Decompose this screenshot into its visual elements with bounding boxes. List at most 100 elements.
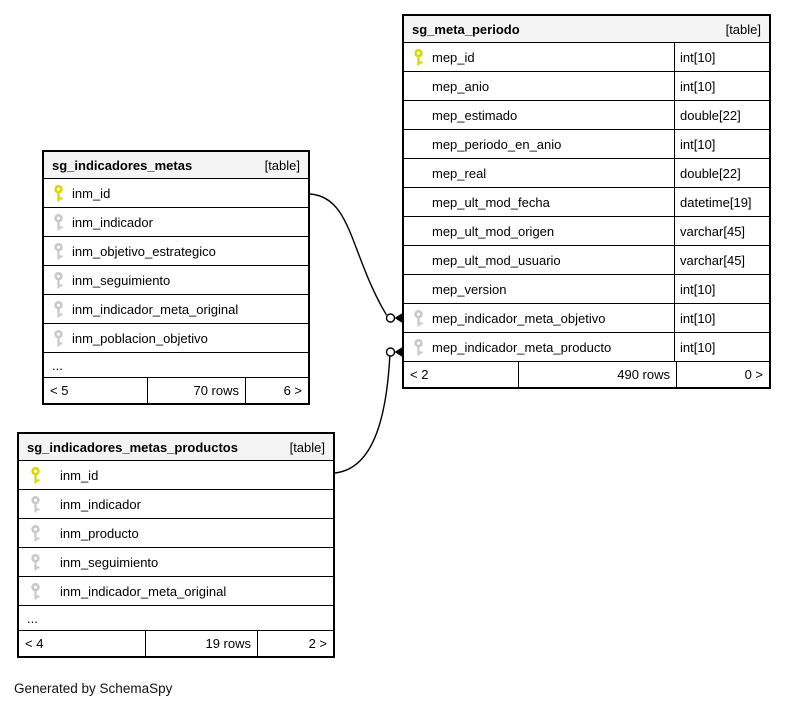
column-name-cell: inm_seguimiento bbox=[44, 266, 308, 294]
column-type: int[10] bbox=[674, 304, 769, 332]
fk-endpoint-circle bbox=[385, 347, 396, 357]
column-name-cell: mep_periodo_en_anio bbox=[404, 130, 674, 158]
column-name-cell: inm_indicador bbox=[44, 208, 308, 236]
primary-key-icon bbox=[54, 184, 63, 202]
foreign-key-icon bbox=[31, 495, 40, 513]
column-name: mep_estimado bbox=[432, 107, 518, 123]
foreign-key-icon bbox=[54, 213, 63, 231]
row-count: 19 rows bbox=[145, 631, 257, 656]
table-type-badge: [table] bbox=[264, 157, 300, 173]
foreign-key-icon bbox=[54, 329, 63, 347]
hidden-columns-ellipsis: ... bbox=[44, 353, 308, 378]
hidden-right-count: 6 > bbox=[245, 378, 308, 403]
column-row[interactable]: inm_id bbox=[44, 179, 308, 208]
column-name-cell: mep_ult_mod_origen bbox=[404, 217, 674, 245]
column-row[interactable]: inm_poblacion_objetivo bbox=[44, 324, 308, 353]
column-name: mep_anio bbox=[432, 78, 490, 94]
column-type: int[10] bbox=[674, 72, 769, 100]
column-row[interactable]: inm_indicador_meta_original bbox=[44, 295, 308, 324]
table-header[interactable]: sg_meta_periodo [table] bbox=[404, 16, 769, 43]
table-type-badge: [table] bbox=[725, 21, 761, 37]
column-type: int[10] bbox=[674, 333, 769, 361]
column-name: mep_ult_mod_fecha bbox=[432, 194, 550, 210]
table-name: sg_indicadores_metas bbox=[52, 157, 193, 173]
column-name: mep_periodo_en_anio bbox=[432, 136, 562, 152]
foreign-key-icon bbox=[31, 524, 40, 542]
column-row[interactable]: mep_indicador_meta_objetivo int[10] bbox=[404, 304, 769, 333]
generated-by-note: Generated by SchemaSpy bbox=[14, 681, 173, 696]
column-type: int[10] bbox=[674, 275, 769, 303]
column-name-cell: inm_objetivo_estrategico bbox=[44, 237, 308, 265]
column-row[interactable]: inm_indicador_meta_original bbox=[19, 577, 333, 606]
column-name-cell: inm_indicador_meta_original bbox=[19, 577, 333, 605]
table-sg-indicadores-metas[interactable]: sg_indicadores_metas [table] inm_id inm_ind… bbox=[42, 150, 310, 405]
fk-endpoint-circle bbox=[385, 313, 396, 323]
column-name-cell: mep_version bbox=[404, 275, 674, 303]
empty-key-slot bbox=[414, 252, 423, 269]
column-row[interactable]: mep_ult_mod_usuario varchar[45] bbox=[404, 246, 769, 275]
column-row[interactable]: mep_real double[22] bbox=[404, 159, 769, 188]
hidden-right-count: 0 > bbox=[676, 362, 769, 387]
column-type: double[22] bbox=[674, 159, 769, 187]
column-row[interactable]: inm_objetivo_estrategico bbox=[44, 237, 308, 266]
column-name-cell: mep_estimado bbox=[404, 101, 674, 129]
column-row[interactable]: inm_indicador bbox=[44, 208, 308, 237]
foreign-key-icon bbox=[54, 300, 63, 318]
foreign-key-icon bbox=[414, 309, 423, 327]
hidden-left-count: < 5 bbox=[50, 383, 69, 398]
column-name-cell: inm_producto bbox=[19, 519, 333, 547]
table-name: sg_meta_periodo bbox=[412, 21, 520, 37]
column-name: inm_id bbox=[72, 185, 111, 201]
foreign-key-icon bbox=[54, 242, 63, 260]
column-row[interactable]: mep_anio int[10] bbox=[404, 72, 769, 101]
column-name: mep_ult_mod_usuario bbox=[432, 252, 561, 268]
column-name: inm_id bbox=[60, 467, 99, 483]
foreign-key-icon bbox=[31, 582, 40, 600]
column-row[interactable]: mep_indicador_meta_producto int[10] bbox=[404, 333, 769, 362]
table-header[interactable]: sg_indicadores_metas [table] bbox=[44, 152, 308, 179]
column-row[interactable]: mep_estimado double[22] bbox=[404, 101, 769, 130]
column-row[interactable]: inm_seguimiento bbox=[44, 266, 308, 295]
table-sg-indicadores-metas-productos[interactable]: sg_indicadores_metas_productos[table]inm… bbox=[17, 432, 335, 658]
column-name-cell: inm_id bbox=[19, 461, 333, 489]
hidden-left-count: < 2 bbox=[410, 367, 429, 382]
column-type: varchar[45] bbox=[674, 246, 769, 274]
fk-curve-metas-to-periodo bbox=[309, 193, 388, 316]
column-name: inm_indicador_meta_original bbox=[72, 301, 239, 317]
table-header[interactable]: sg_indicadores_metas_productos[table] bbox=[19, 434, 333, 461]
column-name-cell: mep_id bbox=[404, 43, 674, 71]
column-name: inm_seguimiento bbox=[60, 554, 159, 570]
column-row[interactable]: inm_seguimiento bbox=[19, 548, 333, 577]
column-name: inm_objetivo_estrategico bbox=[72, 243, 216, 259]
column-name-cell: inm_id bbox=[44, 179, 308, 207]
column-row[interactable]: inm_id bbox=[19, 461, 333, 490]
hidden-left-count: < 4 bbox=[25, 636, 44, 651]
column-name: mep_indicador_meta_objetivo bbox=[432, 310, 606, 326]
row-count: 70 rows bbox=[147, 378, 245, 403]
column-name: mep_indicador_meta_producto bbox=[432, 339, 612, 355]
column-name-cell: inm_poblacion_objetivo bbox=[44, 324, 308, 352]
table-name: sg_indicadores_metas_productos bbox=[27, 439, 238, 455]
column-type: varchar[45] bbox=[674, 217, 769, 245]
empty-key-slot bbox=[414, 165, 423, 182]
column-type: double[22] bbox=[674, 101, 769, 129]
hidden-columns-ellipsis: ... bbox=[19, 606, 333, 631]
column-name-cell: inm_indicador_meta_original bbox=[44, 295, 308, 323]
empty-key-slot bbox=[414, 136, 423, 153]
column-name: mep_real bbox=[432, 165, 487, 181]
column-row[interactable]: inm_producto bbox=[19, 519, 333, 548]
empty-key-slot bbox=[414, 194, 423, 211]
foreign-key-icon bbox=[31, 553, 40, 571]
foreign-key-icon bbox=[414, 338, 423, 356]
column-row[interactable]: inm_indicador bbox=[19, 490, 333, 519]
column-name: inm_seguimiento bbox=[72, 272, 171, 288]
